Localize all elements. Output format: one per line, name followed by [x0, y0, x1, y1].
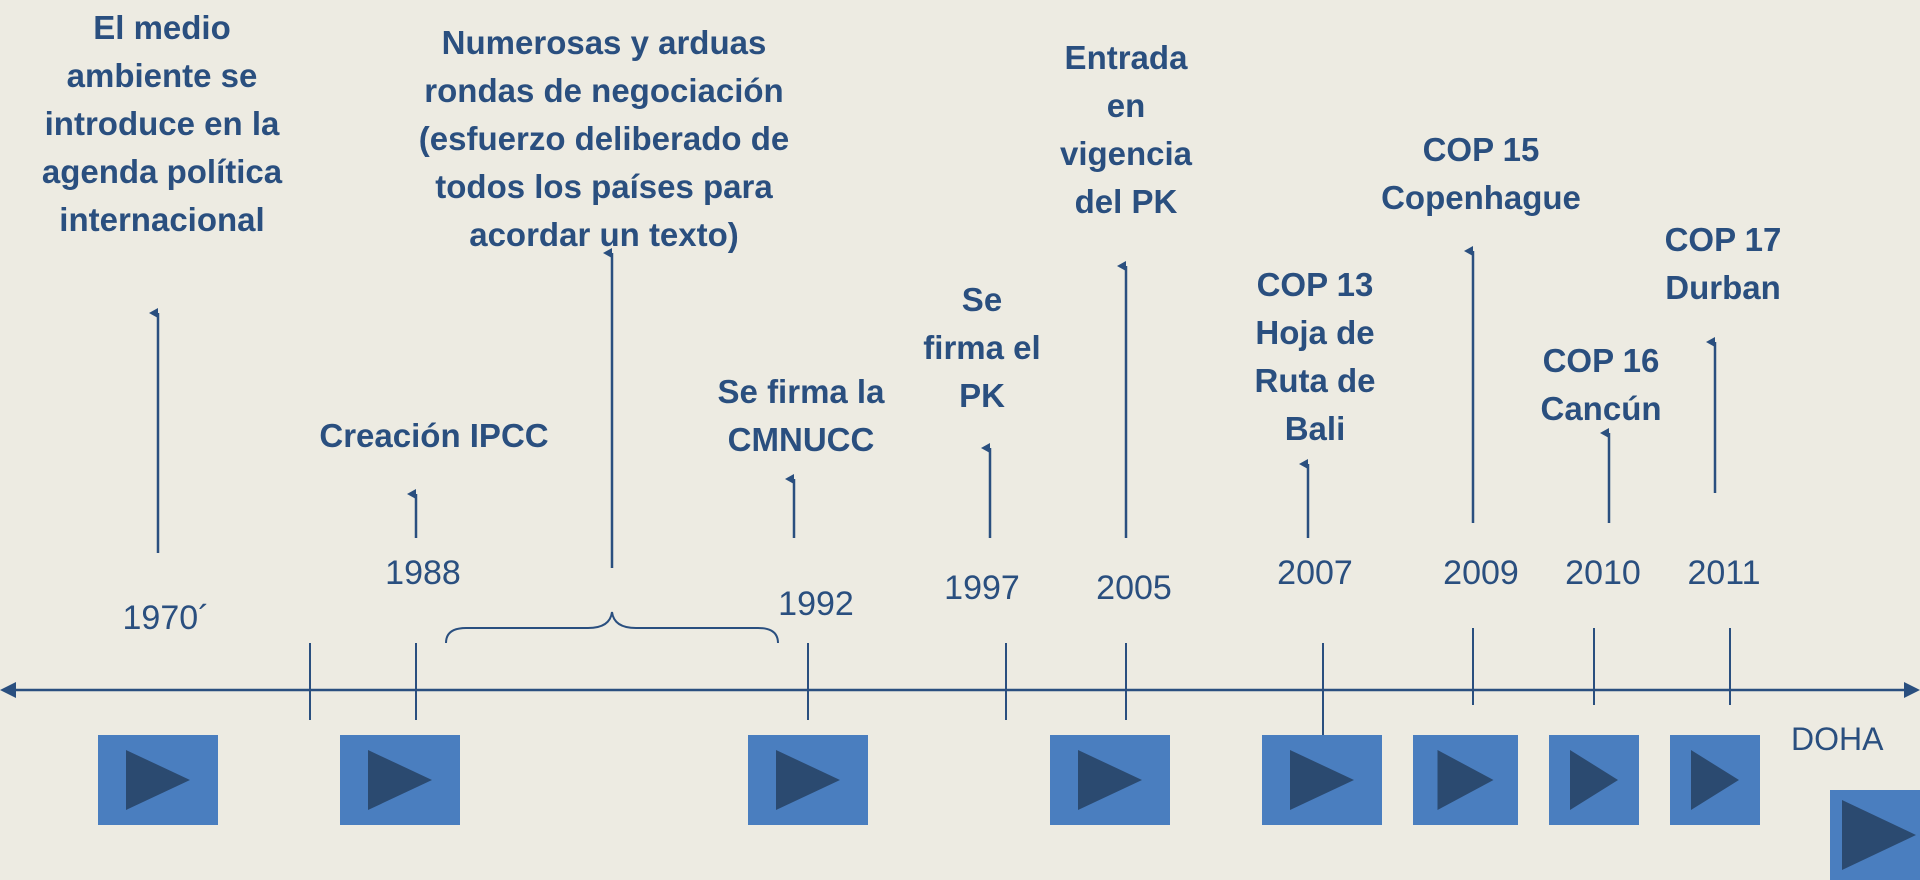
play-button-2007[interactable]	[1262, 735, 1382, 825]
year-label-1997: 1997	[944, 569, 1020, 607]
event-label-2009: COP 15 Copenhague	[1381, 131, 1581, 216]
axis-left-arrowhead	[0, 682, 16, 698]
event-label-1997: Se firma el PK	[923, 281, 1041, 414]
play-button-1988[interactable]	[340, 735, 460, 825]
axis-ticks	[309, 628, 1731, 735]
year-label-2009: 2009	[1443, 554, 1519, 592]
period-brace	[445, 611, 779, 644]
year-label-2005: 2005	[1096, 569, 1172, 607]
play-icon	[1437, 750, 1494, 810]
play-icon	[1078, 750, 1142, 810]
axis-right-arrowhead	[1904, 682, 1920, 698]
event-label-1988: Creación IPCC	[319, 417, 549, 454]
event-label-negociacion: Numerosas y arduas rondas de negociación…	[418, 24, 790, 253]
event-label-1970: El medio ambiente se introduce en la age…	[41, 9, 283, 238]
event-label-2011: COP 17 Durban	[1664, 221, 1782, 306]
event-label-2005: Entrada en vigencia del PK	[1059, 39, 1193, 220]
event-label-1992: Se firma la CMNUCC	[717, 373, 885, 458]
play-button-2011[interactable]	[1670, 735, 1760, 825]
play-button-2005[interactable]	[1050, 735, 1170, 825]
year-label-1970: 1970´	[122, 599, 210, 637]
play-icon	[776, 750, 840, 810]
play-icon	[1570, 750, 1618, 810]
event-label-2007: COP 13 Hoja de Ruta de Bali	[1254, 266, 1376, 447]
play-icon	[368, 750, 432, 810]
year-label-2010: 2010	[1565, 554, 1641, 592]
play-button-doha[interactable]	[1830, 790, 1920, 880]
play-icon	[1290, 750, 1354, 810]
play-button-2009[interactable]	[1413, 735, 1518, 825]
play-icon	[1842, 800, 1916, 870]
play-button-2010[interactable]	[1549, 735, 1639, 825]
year-label-1988: 1988	[385, 554, 461, 592]
year-label-1992: 1992	[778, 585, 854, 623]
play-icon	[1691, 750, 1739, 810]
event-label-2010: COP 16 Cancún	[1540, 342, 1662, 427]
play-icon	[126, 750, 190, 810]
play-button-1992[interactable]	[748, 735, 868, 825]
play-button-1970[interactable]	[98, 735, 218, 825]
event-arrows	[149, 246, 1717, 568]
year-label-2011: 2011	[1687, 554, 1761, 592]
end-label-doha: DOHA	[1791, 721, 1884, 757]
year-label-2007: 2007	[1277, 554, 1353, 592]
